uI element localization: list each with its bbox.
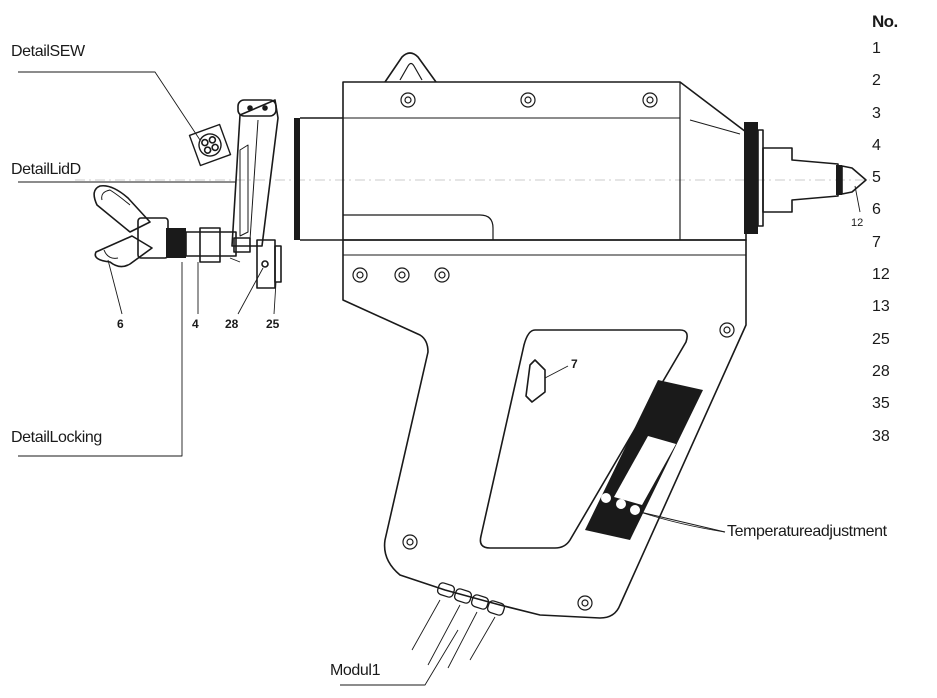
callout-12: 12 [851, 217, 864, 229]
leader-sew [18, 71, 201, 141]
label-modul: Modul1 [330, 662, 381, 679]
lid-arm [231, 99, 279, 247]
trigger-cutout [479, 329, 688, 549]
neck-tube [300, 117, 343, 241]
cable-connectors [436, 582, 506, 616]
nozzle [762, 147, 839, 213]
label-detail-sew: DetailSEW [11, 43, 85, 60]
locking-knob [93, 184, 251, 268]
part-number: 13 [872, 298, 890, 316]
trigger [525, 359, 546, 403]
hanger-lug [384, 52, 437, 83]
part-number: 12 [872, 266, 890, 284]
part-number: 1 [872, 40, 881, 57]
part-number: 4 [872, 136, 881, 154]
leader-28 [237, 267, 264, 315]
callout-25: 25 [266, 317, 280, 331]
leader-locking [18, 262, 183, 457]
screws [352, 92, 735, 611]
adjust-button-2 [616, 499, 626, 509]
display-screen [614, 436, 676, 505]
part-number: 38 [872, 427, 890, 445]
callout-28: 28 [225, 317, 239, 331]
parts-header: No. [872, 12, 898, 31]
leader-modul [340, 629, 459, 686]
part-number: 7 [872, 233, 881, 251]
leader-temp [639, 511, 726, 533]
callout-6: 6 [117, 317, 124, 331]
parts-number-column: No. 1 2 3 4 5 6 7 12 13 25 28 35 38 [872, 12, 932, 460]
leader-6 [107, 259, 123, 315]
part-number: 3 [872, 104, 881, 122]
part-number: 5 [872, 169, 881, 187]
adjust-button-3 [630, 505, 640, 515]
handle-outline [342, 239, 747, 619]
adjust-button-1 [601, 493, 611, 503]
label-detail-lid: DetailLidD [11, 161, 81, 178]
callout-4: 4 [192, 317, 199, 331]
part-number: 28 [872, 362, 890, 380]
part-number: 6 [872, 201, 881, 219]
front-flange [744, 122, 758, 234]
label-temperature-adjustment: Temperatureadjustment [727, 523, 887, 540]
leader-25 [273, 281, 277, 315]
label-detail-locking: DetailLocking [11, 429, 102, 446]
sew-connector [188, 123, 232, 167]
callout-7: 7 [571, 357, 578, 371]
part-number: 2 [872, 72, 881, 90]
part-number: 25 [872, 330, 890, 348]
nozzle-tip [841, 165, 867, 195]
part-number: 35 [872, 395, 890, 413]
